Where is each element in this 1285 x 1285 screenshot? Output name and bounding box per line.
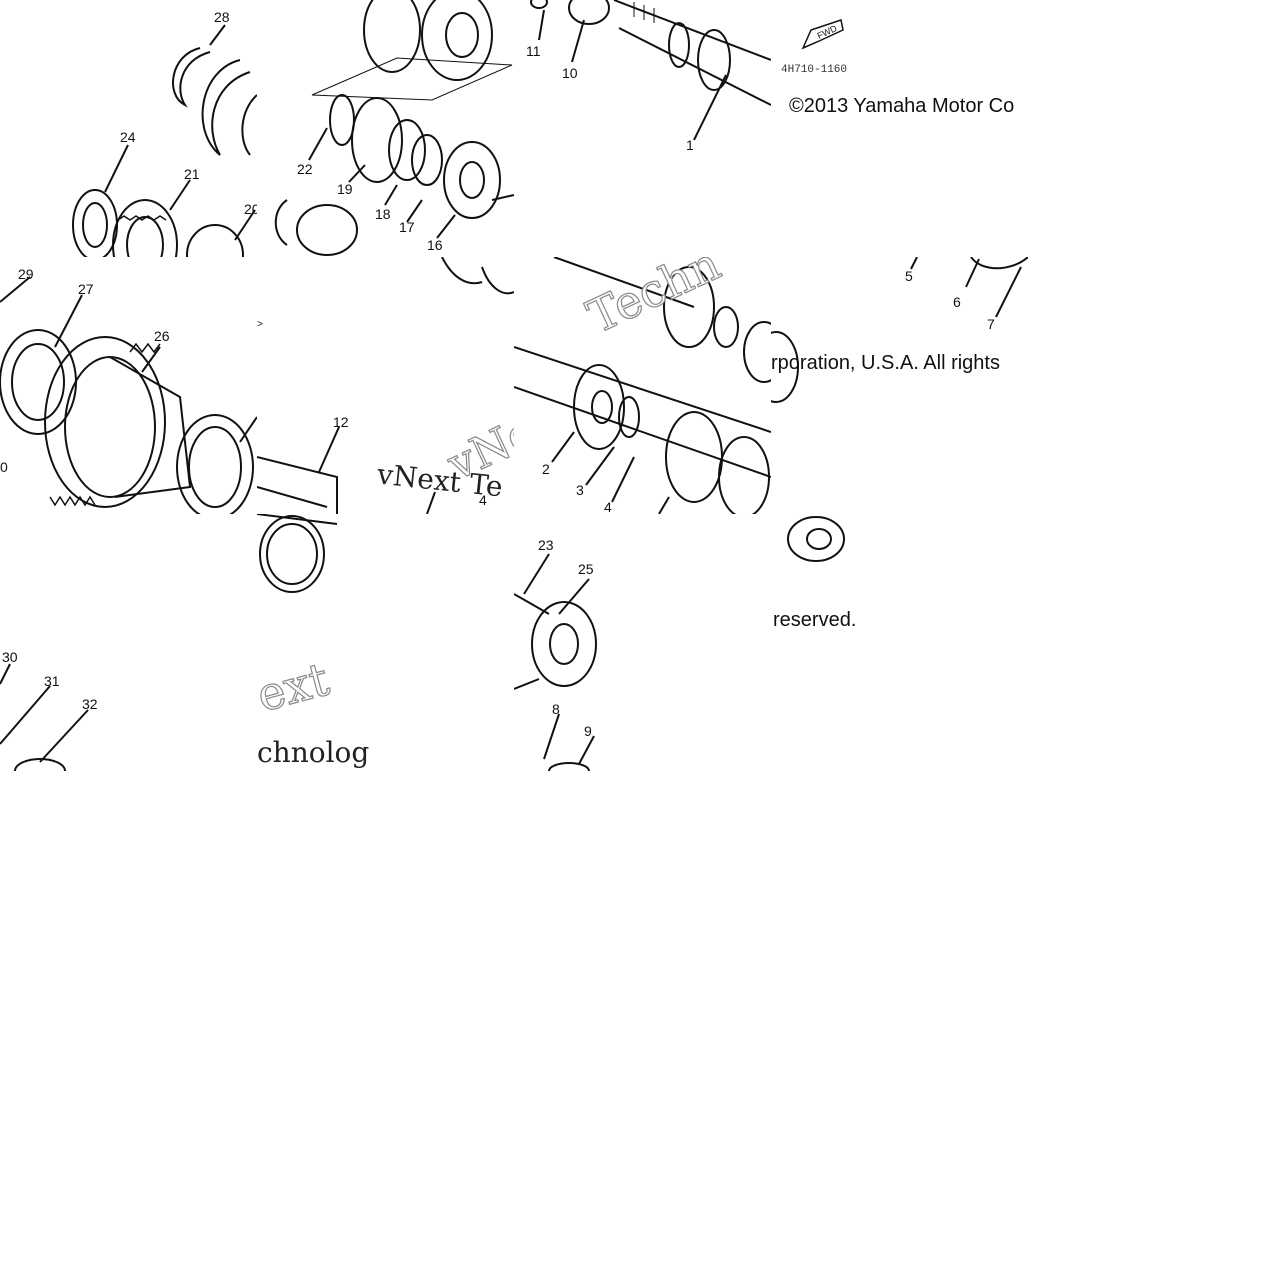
- diagram-tile-r3c1: 30 31 32: [0, 514, 257, 771]
- gear-cluster-drawing: [274, 0, 514, 256]
- callout-27: 27: [78, 281, 94, 297]
- diagram-tile-r2c1: 29 27 26 0: [0, 257, 257, 514]
- ring-drawing: [257, 514, 338, 593]
- callout-5: 5: [905, 268, 913, 284]
- callout-12: 12: [333, 414, 349, 430]
- callout-18: 18: [375, 206, 391, 222]
- mainshaft-drawing: [530, 0, 771, 141]
- callout-31: 31: [44, 673, 60, 689]
- fwd-arrow-drawing: [801, 19, 844, 50]
- callout-3: 3: [576, 482, 584, 498]
- watermark-text-d: chnolog: [257, 736, 370, 769]
- shaft-12-drawing: >: [257, 257, 514, 514]
- callout-1: 1: [686, 137, 694, 153]
- bearing-23-25-drawing: [514, 553, 597, 771]
- diagram-tile-r2c4: 5 6 7 rporation, U.S.A. All rights: [771, 257, 1028, 514]
- callout-24: 24: [120, 129, 136, 145]
- diagram-tile-r3c3: 23 25 8 9: [514, 514, 771, 771]
- diagram-tile-r3c2: ext chnolog: [257, 514, 514, 771]
- callout-7: 7: [987, 316, 995, 332]
- callout-4: 4: [604, 499, 612, 514]
- diagram-tile-r1c3: 11 10 1: [514, 0, 771, 257]
- svg-text:>: >: [257, 319, 263, 330]
- output-gear-drawing: [0, 276, 257, 514]
- gear-drawing: [72, 24, 257, 257]
- diagram-tile-r1c4: FWD 4H710-1160 ©2013 Yamaha Motor Co: [771, 0, 1028, 257]
- callout-17: 17: [399, 219, 415, 235]
- callout-6: 6: [953, 294, 961, 310]
- callout-32: 32: [82, 696, 98, 712]
- gear-5-6-7-drawing: [771, 257, 1028, 403]
- diagram-tile-r3c4: reserved.: [771, 514, 1028, 771]
- copyright-line-3: reserved.: [773, 609, 857, 631]
- callout-19: 19: [337, 181, 353, 197]
- diagram-tile-r2c3: Techn 2 3 4: [514, 257, 771, 514]
- diagram-code: 4H710-1160: [781, 64, 848, 76]
- callout-30: 30: [2, 649, 18, 665]
- callout-4-left: 4: [479, 492, 487, 508]
- callout-28: 28: [214, 9, 230, 25]
- diagram-tile-r1c1: 28 24 21 20: [0, 0, 257, 257]
- diagram-tile-r2c2: > 12 vNext Te vNe 4: [257, 257, 514, 514]
- callout-21: 21: [184, 166, 200, 182]
- callout-8: 8: [552, 701, 560, 717]
- copyright-line-2: rporation, U.S.A. All rights: [771, 352, 1000, 374]
- callout-11: 11: [526, 43, 541, 59]
- callout-29: 29: [18, 266, 34, 282]
- callout-23: 23: [538, 537, 554, 553]
- countershaft-drawing: [514, 257, 771, 514]
- callout-20: 20: [244, 201, 257, 217]
- callout-9: 9: [584, 723, 592, 739]
- callout-16: 16: [427, 237, 443, 253]
- diagram-tile-r1c2: 22 19 18 17 16: [257, 0, 514, 257]
- copyright-line-1: ©2013 Yamaha Motor Co: [789, 95, 1015, 117]
- callout-10: 10: [562, 65, 578, 81]
- callout-0: 0: [0, 459, 8, 475]
- callout-26: 26: [154, 328, 170, 344]
- bearing-30-32-drawing: [0, 663, 89, 771]
- callout-22: 22: [297, 161, 313, 177]
- callout-25: 25: [578, 561, 594, 577]
- bearing-drawing: [787, 516, 845, 562]
- callout-2: 2: [542, 461, 550, 477]
